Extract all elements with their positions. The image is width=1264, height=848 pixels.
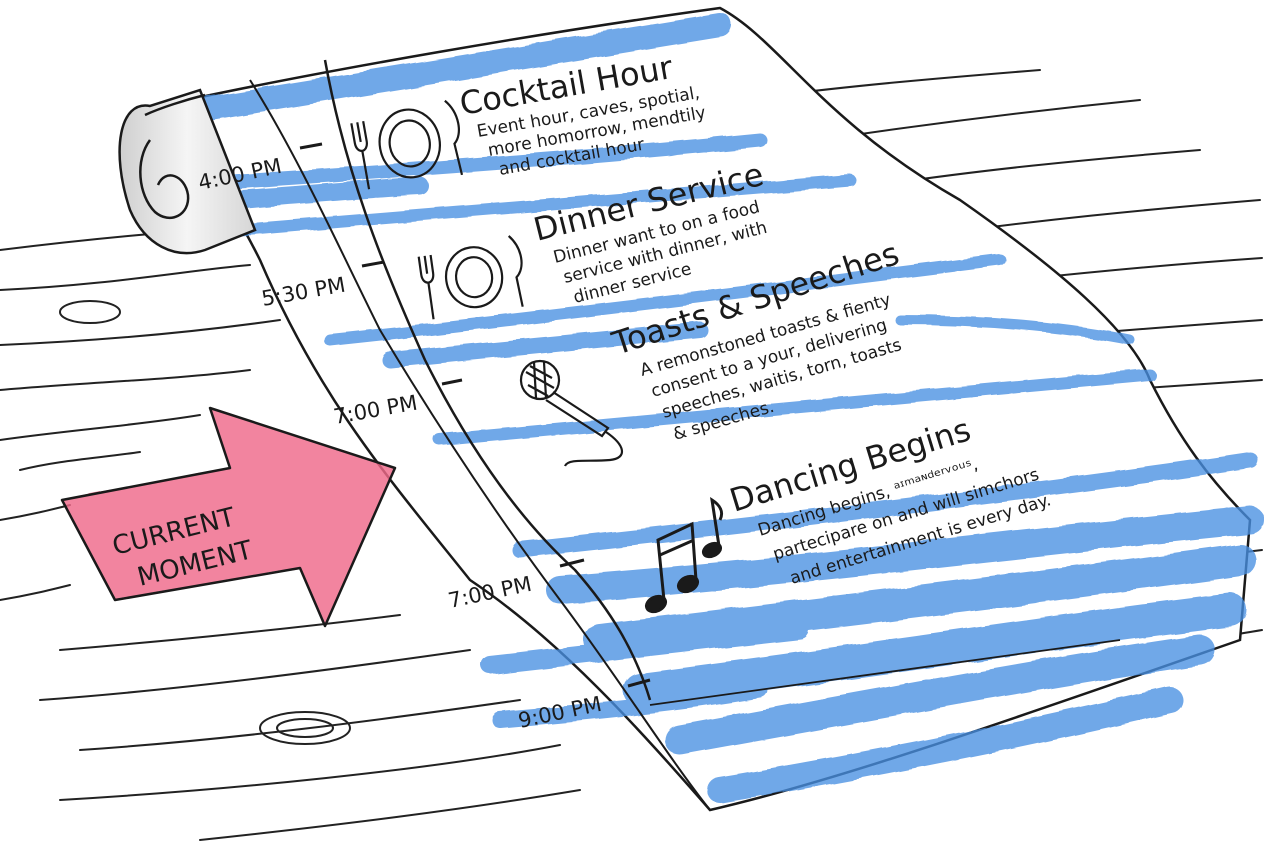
time-label: 9:00 PM xyxy=(516,692,604,733)
paper-scroll xyxy=(147,6,1264,812)
wood-table xyxy=(0,69,1263,841)
scroll-roll xyxy=(118,88,257,255)
plate-fork-knife-icon xyxy=(350,99,464,190)
current-moment-arrow: CURRENT MOMENT xyxy=(60,406,397,628)
blue-marker-strokes xyxy=(158,13,1264,803)
scroll-fold-line xyxy=(249,79,711,811)
music-notes-icon xyxy=(644,496,724,614)
plate-fork-knife-icon xyxy=(417,235,524,320)
microphone-icon xyxy=(519,359,623,467)
timeline-axis xyxy=(323,59,652,701)
